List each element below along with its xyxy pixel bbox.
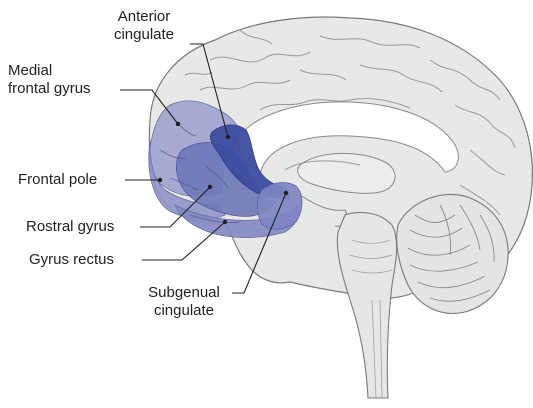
brainstem: [337, 212, 396, 398]
label-subgenual-cingulate: Subgenual cingulate: [134, 284, 234, 320]
label-anterior-cingulate: Anterior cingulate: [95, 8, 193, 44]
label-frontal-pole: Frontal pole: [18, 171, 97, 189]
label-rostral-gyrus: Rostral gyrus: [26, 218, 114, 236]
label-subgenual-cingulate-line2: cingulate: [134, 302, 234, 320]
label-anterior-cingulate-line1: Anterior: [95, 8, 193, 26]
label-anterior-cingulate-line2: cingulate: [95, 26, 193, 44]
label-medial-frontal-gyrus: Medial frontal gyrus: [8, 62, 91, 98]
label-gyrus-rectus: Gyrus rectus: [29, 251, 114, 269]
region-subgenual-cingulate: [258, 183, 303, 230]
label-medial-frontal-gyrus-line1: Medial: [8, 62, 91, 80]
label-subgenual-cingulate-line1: Subgenual: [134, 284, 234, 302]
cerebellum: [397, 194, 508, 313]
label-medial-frontal-gyrus-line2: frontal gyrus: [8, 80, 91, 98]
